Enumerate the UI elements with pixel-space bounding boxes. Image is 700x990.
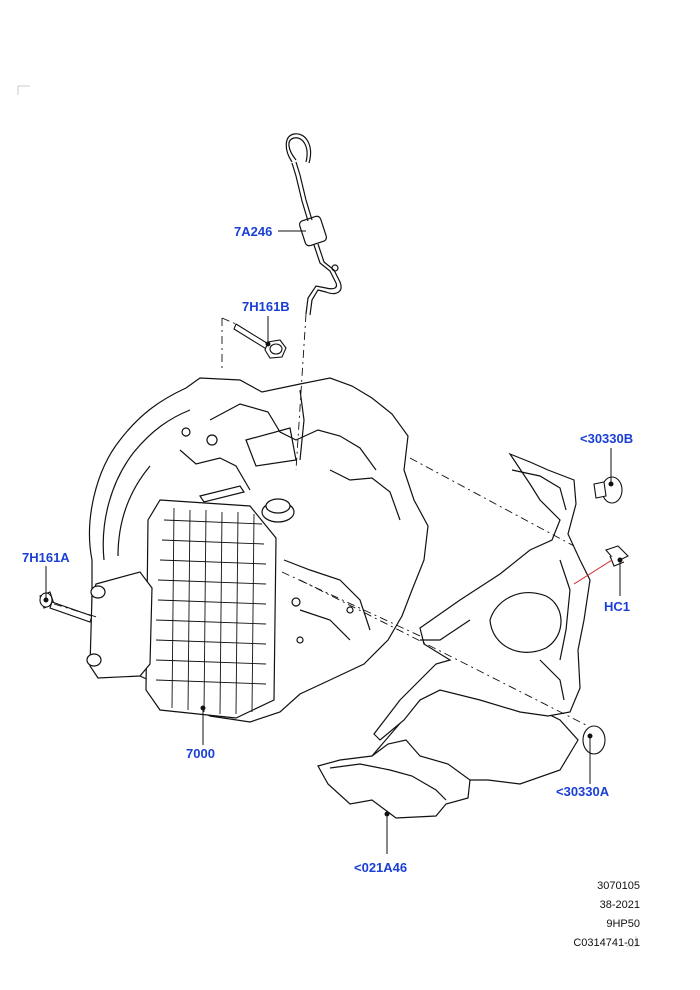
- label-7a246[interactable]: 7A246: [234, 224, 272, 239]
- reference-line-4: C0314741-01: [573, 937, 640, 949]
- label-hc1[interactable]: HC1: [604, 599, 630, 614]
- corner-mark-top-left: [17, 85, 30, 95]
- plug-30330a[interactable]: [582, 725, 606, 755]
- label-30330b[interactable]: <30330B: [580, 431, 633, 446]
- label-7h161b[interactable]: 7H161B: [242, 299, 290, 314]
- stud-30330b[interactable]: [593, 476, 623, 504]
- label-30330a[interactable]: <30330A: [556, 784, 610, 799]
- bolt-7h161a[interactable]: [39, 591, 93, 623]
- corner-mark-bottom-right: [626, 936, 637, 947]
- dipstick-tube[interactable]: [285, 133, 342, 316]
- transmission-assembly[interactable]: [86, 377, 429, 723]
- label-7h161a[interactable]: 7H161A: [22, 550, 70, 565]
- heat-shield-main[interactable]: [373, 452, 591, 741]
- label-021a46[interactable]: <021A46: [354, 860, 407, 875]
- reference-line-3: 9HP50: [606, 918, 640, 930]
- hc1-red-line: [573, 559, 613, 585]
- leader-lines: [43, 230, 623, 854]
- clip-hc1[interactable]: [605, 545, 629, 567]
- bolt-7h161b[interactable]: [233, 323, 287, 359]
- assembly-lines: [53, 313, 589, 727]
- reference-block: 3070105 38-2021 9HP50 C0314741-01: [520, 877, 640, 953]
- label-7000[interactable]: 7000: [186, 746, 215, 761]
- reference-line-2: 38-2021: [599, 899, 640, 911]
- reference-line-1: 3070105: [597, 880, 640, 892]
